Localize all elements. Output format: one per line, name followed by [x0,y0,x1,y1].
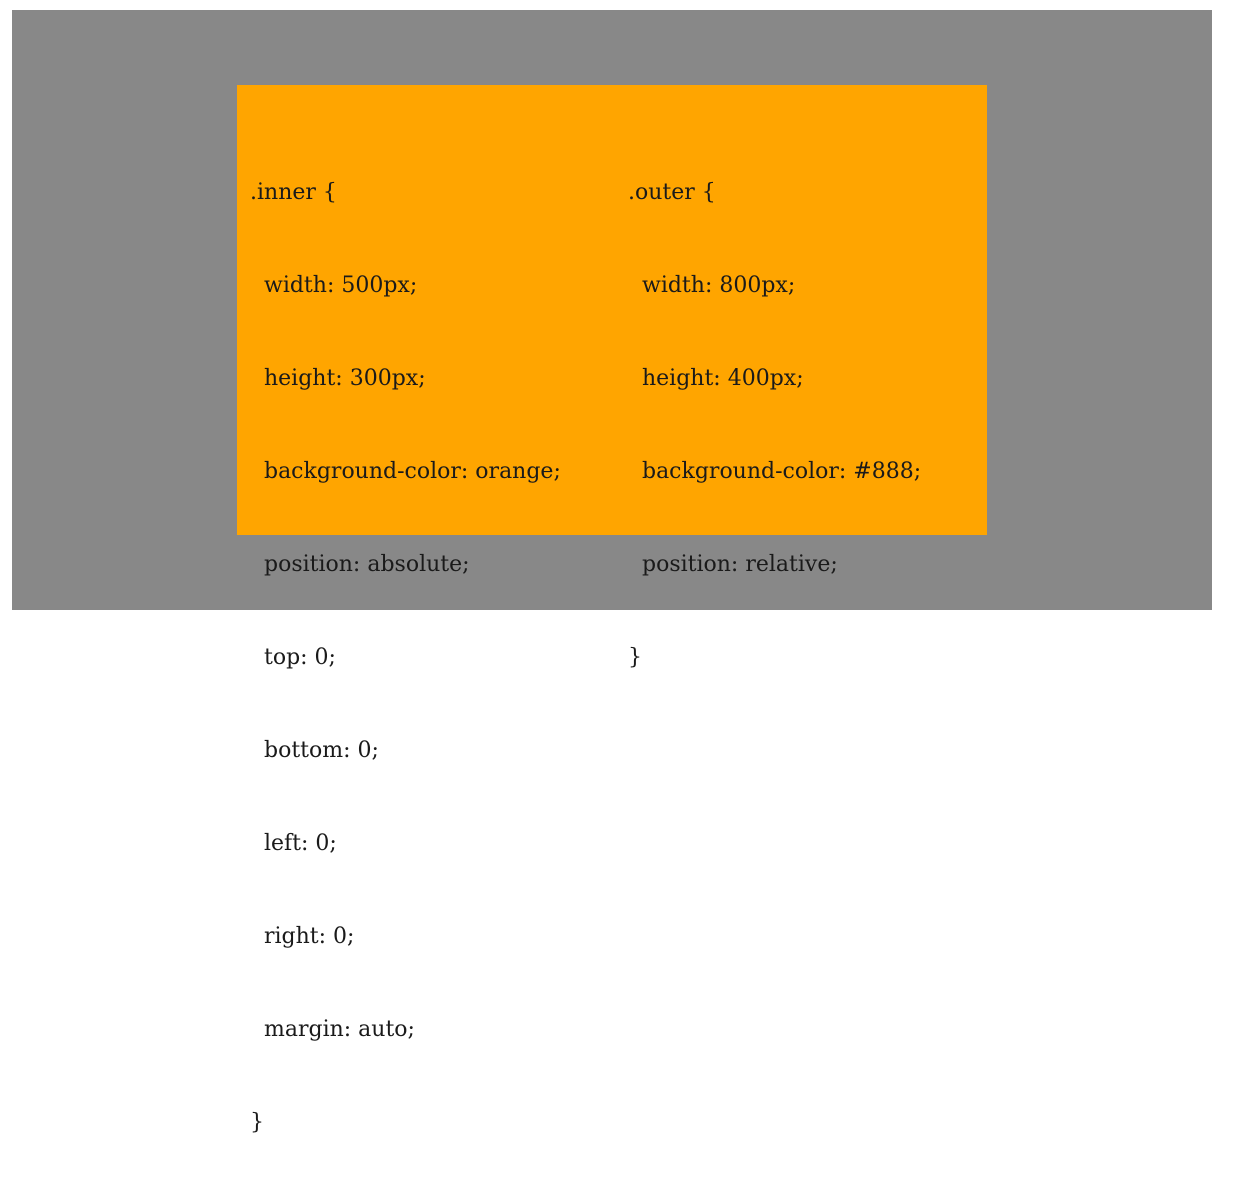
code-line: width: 800px; [628,273,796,298]
code-line: background-color: #888; [628,459,922,484]
inner-css-code-block: .inner { width: 500px; height: 300px; ba… [250,115,561,1200]
code-line: top: 0; [250,645,336,670]
code-line: } [250,1110,264,1135]
code-line: .outer { [628,180,716,205]
code-line: right: 0; [250,924,355,949]
code-line: background-color: orange; [250,459,561,484]
code-line: left: 0; [250,831,337,856]
code-line: margin: auto; [250,1017,415,1042]
code-line: height: 400px; [628,366,804,391]
outer-box: .inner { width: 500px; height: 300px; ba… [12,10,1212,1135]
inner-box: .inner { width: 500px; height: 300px; ba… [237,85,987,1135]
code-line: width: 500px; [250,273,418,298]
code-line: } [628,645,642,670]
code-line: position: relative; [628,552,838,577]
outer-css-code-block: .outer { width: 800px; height: 400px; ba… [628,115,921,735]
code-line: .inner { [250,180,337,205]
code-line: height: 300px; [250,366,426,391]
code-line: position: absolute; [250,552,470,577]
code-line: bottom: 0; [250,738,379,763]
